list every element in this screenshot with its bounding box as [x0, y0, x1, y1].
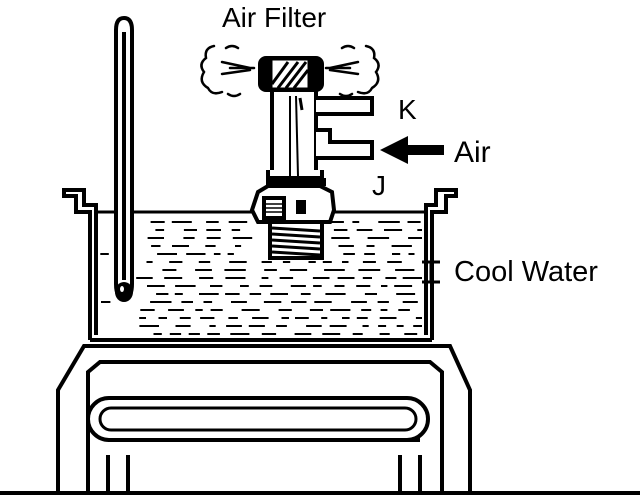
thread-line — [271, 250, 321, 257]
cool-water-leader — [422, 260, 440, 284]
thread-line — [271, 244, 321, 251]
air-inlet-arrow — [380, 136, 444, 164]
airflow-right-icon — [324, 44, 380, 98]
thermostat — [249, 184, 337, 260]
air-label: Air — [454, 136, 491, 169]
port-j-label: J — [372, 170, 386, 201]
cool-water-label: Cool Water — [454, 256, 598, 288]
thread-line — [271, 232, 321, 239]
airflow-left-icon — [200, 44, 256, 98]
water — [90, 212, 430, 340]
thread-line — [271, 226, 321, 233]
port-k-label: K — [398, 94, 417, 125]
air-filter — [258, 56, 324, 92]
stand-roller — [86, 396, 430, 442]
thermometer — [114, 15, 134, 302]
water-tank — [62, 188, 458, 342]
air-filter-label: Air Filter — [222, 2, 327, 33]
thread-line — [271, 238, 321, 245]
air-tube — [266, 88, 374, 186]
